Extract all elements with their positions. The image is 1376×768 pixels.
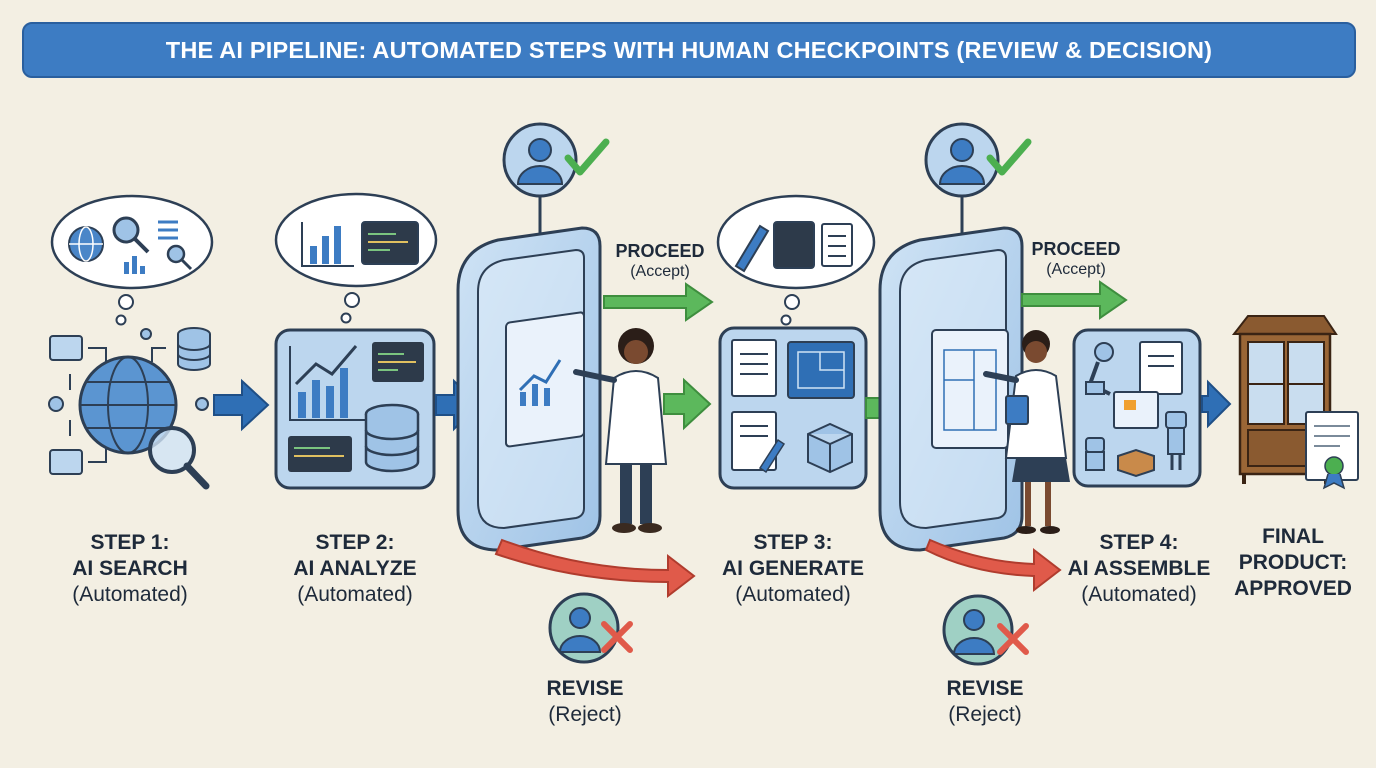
checkpoint2-proceed-sub: (Accept) [1046, 261, 1106, 278]
check-icon [986, 138, 1032, 176]
checkpoint2-approve-avatar [924, 122, 1032, 240]
checkpoint1-approve-avatar [502, 122, 610, 240]
pen-icon [734, 224, 770, 273]
checkpoint2-revise-label: REVISE (Reject) [930, 676, 1040, 728]
final-line3: APPROVED [1234, 577, 1352, 600]
checkpoint1-proceed-label: PROCEED (Accept) [600, 240, 720, 282]
code-window-icon [361, 221, 419, 265]
step3-panel [718, 326, 868, 490]
step2-mode: (Automated) [297, 583, 413, 606]
checkpoint1-accept-arrow-top [603, 282, 714, 322]
step3-mode: (Automated) [735, 583, 851, 606]
robot-icon [1085, 437, 1105, 471]
checkpoint1-revise-label: REVISE (Reject) [530, 676, 640, 728]
checkpoint2-proceed-label: PROCEED (Accept) [1016, 238, 1136, 280]
step1-label: STEP 1: AI SEARCH (Automated) [70, 530, 190, 608]
certificate-icon [1305, 411, 1359, 490]
step2-action: AI ANALYZE [293, 557, 417, 580]
checkpoint1-accept-arrow-mid [663, 377, 712, 431]
step1-action: AI SEARCH [72, 557, 188, 580]
robot-arm-icon [1085, 342, 1114, 396]
final-label: FINAL PRODUCT: APPROVED [1222, 524, 1364, 602]
magnifier-small-icon [166, 244, 193, 271]
checkpoint2-reject-avatar [942, 594, 1029, 666]
checkpoint2-reject-arrow [924, 538, 1062, 593]
step4-label: STEP 4: AI ASSEMBLE (Automated) [1056, 530, 1222, 608]
step4-mode: (Automated) [1081, 583, 1197, 606]
checkpoint2-proceed: PROCEED [1031, 239, 1121, 259]
checkpoint1-revise-sub: (Reject) [548, 703, 622, 726]
scientist-1 [573, 328, 668, 533]
x-icon [601, 621, 633, 653]
check-icon [564, 138, 610, 176]
globe-large-icon [78, 355, 178, 455]
checkpoint1-revise: REVISE [546, 677, 624, 700]
step3-title: STEP 3: [753, 531, 833, 554]
checkpoint2-revise-sub: (Reject) [948, 703, 1022, 726]
step2-thought-cloud [274, 192, 438, 324]
seal-icon [1324, 456, 1344, 476]
final-line2: PRODUCT: [1238, 551, 1348, 574]
checkpoint1-proceed: PROCEED [615, 241, 705, 261]
database-icon [177, 327, 211, 371]
step4-title: STEP 4: [1099, 531, 1179, 554]
final-line1: FINAL [1262, 525, 1324, 548]
step2-panel [274, 328, 436, 490]
robot-icon [1165, 411, 1187, 470]
checkpoint2-revise: REVISE [946, 677, 1024, 700]
document-icon [1139, 341, 1183, 395]
step4-panel [1072, 328, 1202, 488]
scientist-2 [983, 330, 1070, 534]
step1-mode: (Automated) [72, 583, 188, 606]
cube-icon [807, 422, 853, 474]
step3-thought-cloud [716, 194, 876, 326]
code-window-icon [773, 221, 815, 269]
title-banner: THE AI PIPELINE: AUTOMATED STEPS WITH HU… [22, 22, 1356, 78]
list-icon [158, 220, 178, 240]
step1-title: STEP 1: [90, 531, 170, 554]
checkpoint1-proceed-sub: (Accept) [630, 263, 690, 280]
flow-arrow-4 [1201, 379, 1232, 429]
step2-label: STEP 2: AI ANALYZE (Automated) [280, 530, 430, 608]
page-title: THE AI PIPELINE: AUTOMATED STEPS WITH HU… [165, 36, 1213, 63]
checkpoint1-review-screen [456, 226, 602, 552]
globe-icon [68, 226, 104, 262]
bar-chart-icon [124, 256, 145, 274]
x-icon [997, 623, 1029, 655]
cabinet-icon [1231, 315, 1338, 484]
step4-action: AI ASSEMBLE [1067, 557, 1211, 580]
database-icon [364, 403, 420, 473]
step2-title: STEP 2: [315, 531, 395, 554]
checkpoint1-reject-arrow [494, 538, 696, 599]
step3-label: STEP 3: AI GENERATE (Automated) [710, 530, 876, 608]
step3-action: AI GENERATE [722, 557, 864, 580]
step1-thought-cloud [50, 194, 214, 326]
checkpoint2-review-screen [878, 226, 1024, 552]
magnifier-icon [112, 216, 150, 254]
checkpoint2-accept-arrow-top [1021, 280, 1128, 320]
flow-arrow-1 [213, 378, 270, 432]
magnifier-large-icon [148, 426, 210, 490]
bar-chart-icon [301, 222, 354, 267]
step1-search-graphic [48, 327, 211, 490]
checkpoint1-reject-avatar [548, 592, 633, 664]
box-icon [1117, 448, 1155, 478]
